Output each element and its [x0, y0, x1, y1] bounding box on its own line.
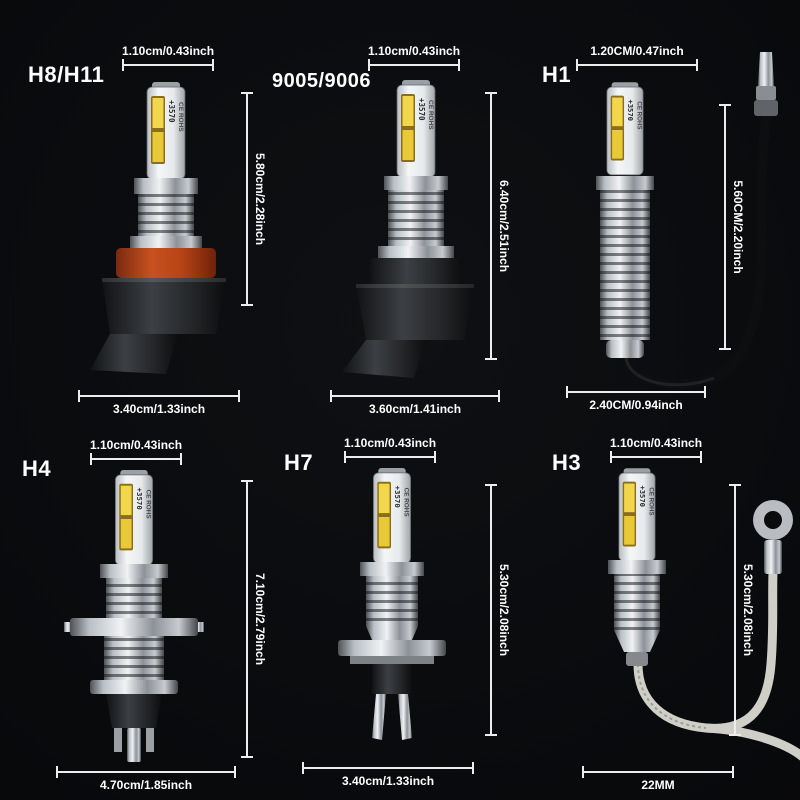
bulb-image-h4: [64, 470, 204, 762]
dimension-side-h1: 5.60CM/2.20inch: [719, 104, 750, 350]
dimension-top-h3: 1.10cm/0.43inch: [609, 436, 703, 463]
dimension-line: [122, 59, 214, 71]
dimension-bottom-label: 3.40cm/1.33inch: [112, 402, 206, 416]
dimension-line: [485, 484, 497, 736]
bulb-image-h7: [338, 468, 446, 740]
h3-ring-terminal: [753, 500, 793, 574]
dimension-top-h4: 1.10cm/0.43inch: [89, 438, 183, 465]
dimension-line: [368, 59, 460, 71]
dimension-side-label: 5.60CM/2.20inch: [731, 180, 745, 274]
dimension-side-label: 7.10cm/2.79inch: [253, 572, 267, 666]
dimension-line: [582, 766, 734, 778]
dimension-top-h8-h11: 1.10cm/0.43inch: [121, 44, 215, 71]
dimension-bottom-label: 4.70cm/1.85inch: [99, 778, 193, 792]
bulb-title-h3: H3: [552, 450, 582, 475]
dimension-line: [610, 451, 702, 463]
dimension-bottom-label: 2.40CM/0.94inch: [589, 398, 683, 412]
bulb-image-h1: [596, 52, 778, 390]
dimension-line: [330, 390, 500, 402]
dimension-top-label: 1.10cm/0.43inch: [367, 44, 461, 58]
dimension-line: [485, 92, 497, 360]
dimension-top-label: 1.10cm/0.43inch: [89, 438, 183, 452]
bulb-image-h8-h11: [90, 81, 226, 374]
dimension-bottom-h3: 22MM: [582, 766, 734, 794]
dimension-side-label: 6.40cm/2.51inch: [497, 179, 511, 273]
dimension-side-label: 5.30cm/2.08inch: [741, 563, 755, 657]
dimension-bottom-9005-9006: 3.60cm/1.41inch: [330, 390, 500, 418]
dimension-line: [241, 92, 253, 306]
bulb-image-h3: [608, 468, 800, 761]
h1-spade-terminal: [754, 52, 778, 116]
dimension-line: [576, 59, 698, 71]
dimension-line: [344, 451, 436, 463]
dimension-side-label: 5.80cm/2.28inch: [253, 152, 267, 246]
dimension-side-h3: 5.30cm/2.08inch: [729, 484, 760, 736]
dimension-side-h7: 5.30cm/2.08inch: [485, 484, 516, 736]
bulb-title-h7: H7: [284, 450, 314, 475]
dimension-top-label: 1.10cm/0.43inch: [121, 44, 215, 58]
bulb-title-h1: H1: [542, 62, 572, 87]
dimension-top-h7: 1.10cm/0.43inch: [343, 436, 437, 463]
dimension-side-9005-9006: 6.40cm/2.51inch: [485, 92, 516, 360]
bulb-title-h8-h11: H8/H11: [28, 62, 105, 87]
bulb-image-9005-9006: [342, 79, 474, 378]
dimension-side-h4: 7.10cm/2.79inch: [241, 480, 272, 758]
dimension-line: [729, 484, 741, 736]
dimension-top-h1: 1.20CM/0.47inch: [576, 44, 698, 71]
dimension-side-h8-h11: 5.80cm/2.28inch: [241, 92, 272, 306]
dimension-top-label: 1.20CM/0.47inch: [590, 44, 684, 58]
dimension-bottom-label: 3.60cm/1.41inch: [368, 402, 462, 416]
dimension-line: [90, 453, 182, 465]
dimension-line: [241, 480, 253, 758]
dimension-bottom-label: 3.40cm/1.33inch: [341, 774, 435, 788]
dimension-top-label: 1.10cm/0.43inch: [609, 436, 703, 450]
dimension-line: [302, 762, 474, 774]
dimension-top-label: 1.10cm/0.43inch: [343, 436, 437, 450]
dimension-side-label: 5.30cm/2.08inch: [497, 563, 511, 657]
dimension-bottom-h7: 3.40cm/1.33inch: [302, 762, 474, 790]
bulb-title-h4: H4: [22, 456, 52, 481]
dimension-line: [719, 104, 731, 350]
dimension-line: [78, 390, 240, 402]
dimension-line: [566, 386, 706, 398]
dimension-top-9005-9006: 1.10cm/0.43inch: [367, 44, 461, 71]
dimension-bottom-h1: 2.40CM/0.94inch: [566, 386, 706, 414]
dimension-bottom-h4: 4.70cm/1.85inch: [56, 766, 236, 794]
bulb-title-9005-9006: 9005/9006: [272, 70, 372, 92]
dimension-bottom-h8-h11: 3.40cm/1.33inch: [78, 390, 240, 418]
dimension-line: [56, 766, 236, 778]
dimension-bottom-label: 22MM: [641, 778, 675, 792]
